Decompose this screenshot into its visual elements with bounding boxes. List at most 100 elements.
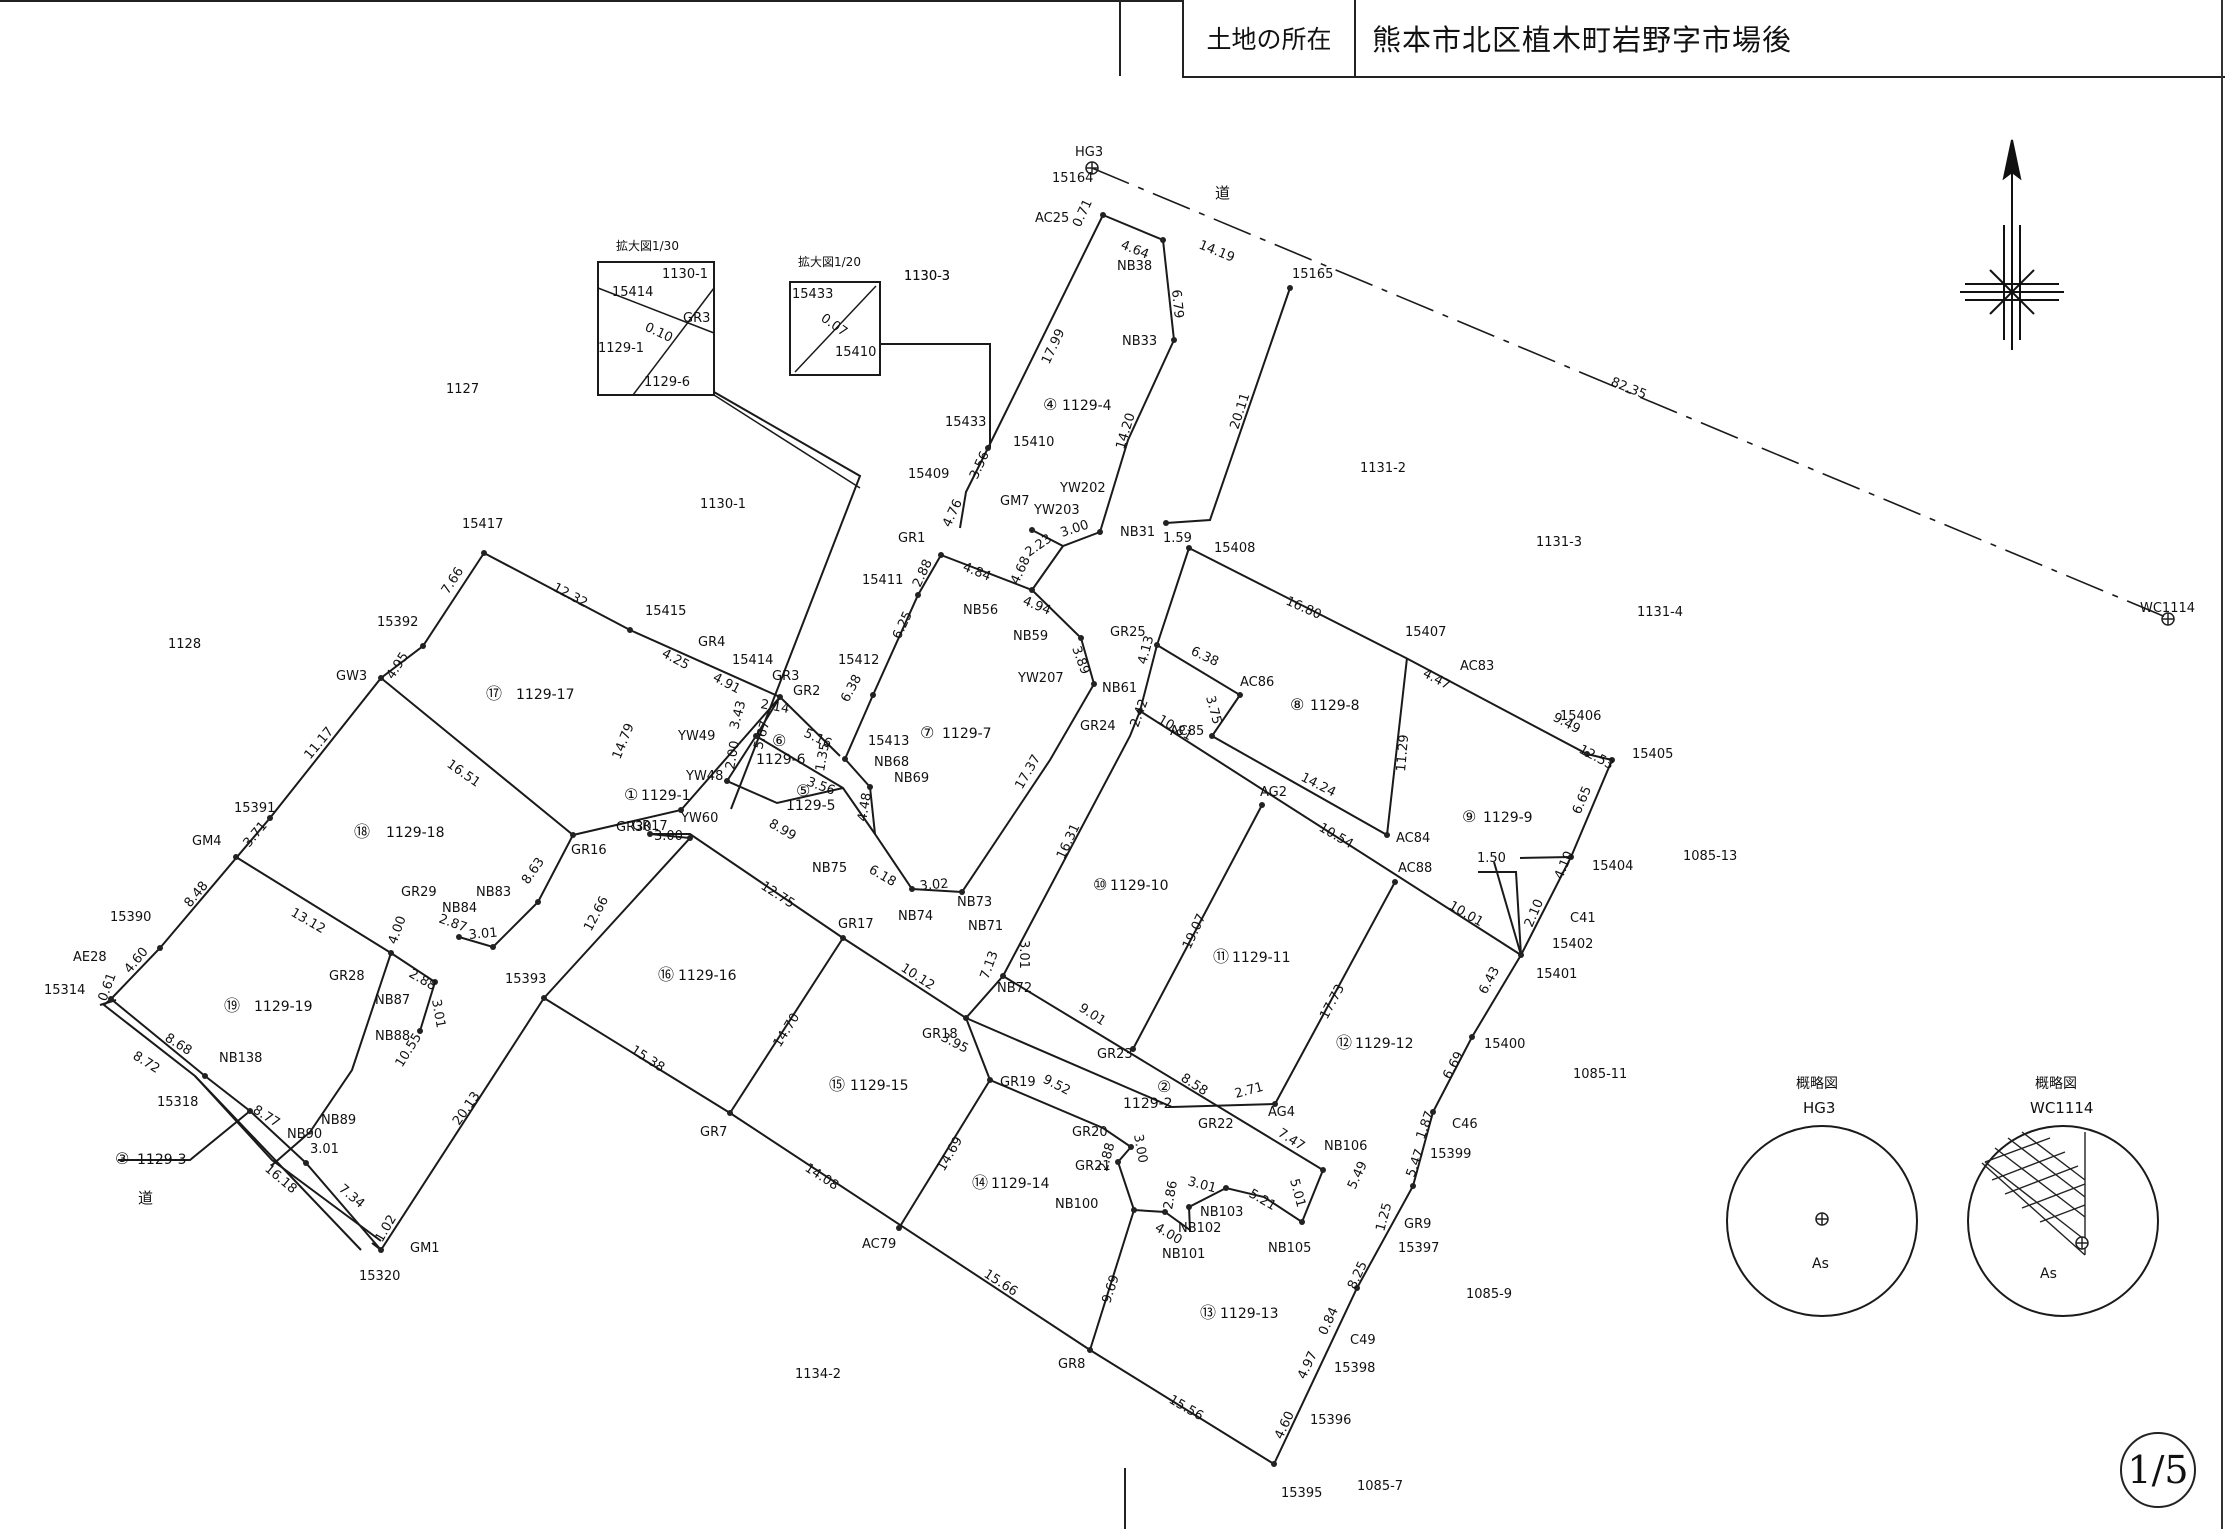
point-label: 15413 [868,734,909,749]
distance-label: 3.02 [919,877,949,894]
point-label: 15390 [110,910,151,925]
distance-label: 10.54 [1316,820,1356,852]
point-label: GR29 [401,885,437,900]
distance-label: 17.37 [1012,752,1044,792]
road-label: 道 [1215,184,1230,202]
inset-b-lot: 1130-3 [904,269,950,284]
lot-label: 1131-3 [1536,535,1582,550]
top-border [0,0,1182,2]
parcel-id: 1129-17 [516,687,575,703]
lot-label: 1130-3 [904,269,950,284]
point-label: GR21 [1075,1159,1111,1174]
point-label: NB61 [1102,681,1137,696]
point-label: 15411 [862,573,903,588]
parcel-no: ④ [1043,395,1057,414]
distance-label: 3.01 [1016,940,1031,969]
point-label: AC85 [1170,724,1204,739]
distance-label: 5.67 [751,719,773,751]
point-label: NB88 [375,1029,410,1044]
distance-label: 16.31 [1054,822,1083,862]
distance-label: 5.49 [1345,1159,1371,1192]
point-label: 15391 [234,801,275,816]
distance-label: 10.81 [1155,712,1195,744]
parcel-no: ⑫ [1336,1033,1352,1052]
parcel-id: 1129-12 [1355,1036,1414,1052]
point-label: GM4 [192,834,222,849]
distance-label: 1.25 [1373,1201,1395,1233]
distance-label: 3.56 [967,449,993,482]
point-label: 15414 [732,653,773,668]
location-header: 土地の所在 熊本市北区植木町岩野字市場後 [1182,0,2225,78]
point-label: 15409 [908,467,949,482]
distance-label: 12.53 [1576,742,1616,773]
point-label: GR24 [1080,719,1116,734]
distance-label: 9.01 [1076,1001,1108,1029]
distance-label: 3.95 [938,1030,971,1057]
distance-label: 4.25 [659,646,692,673]
point-label: NB87 [375,993,410,1008]
sketch-hg3-point: HG3 [1803,1099,1835,1117]
point-label: GR28 [329,969,365,984]
point-label: 15406 [1560,709,1601,724]
point-label: GR2 [793,684,820,699]
point-label: 15393 [505,972,546,987]
point-label: 15402 [1552,937,1593,952]
point-label: GR18 [922,1027,958,1042]
point-label: GR16 [571,843,607,858]
point-label: GM7 [1000,494,1030,509]
distance-label: 4.84 [961,560,993,585]
lot-label: 1128 [168,637,201,652]
point-label: NB59 [1013,629,1048,644]
distance-label: 7.66 [439,565,467,597]
parcel-id: 1129-10 [1110,878,1169,894]
distance-label: 5.47 [1404,1147,1428,1179]
parcel-id: 1129-3 [137,1152,187,1168]
point-label: YW60 [680,811,718,826]
parcel-id: 1129-19 [254,999,313,1015]
distance-label: 5.21 [1246,1186,1279,1213]
distance-label: 17.73 [1317,982,1348,1022]
parcel-id: 1129-15 [850,1078,909,1094]
distance-label: 9.69 [1100,1273,1123,1305]
point-label: NB102 [1178,1221,1221,1236]
distance-label: 3.43 [727,699,749,731]
point-label: GR7 [700,1125,727,1140]
point-label: YW202 [1059,481,1106,496]
benchmark-symbol-icon [1085,161,2175,626]
parcel-id: 1129-2 [1123,1096,1173,1112]
distance-label: 82.35 [1609,375,1649,403]
point-label: GR17 [632,819,668,834]
road-label: 道 [138,1189,153,1207]
point-label: NB68 [874,755,909,770]
distance-label: 2.14 [759,697,790,717]
distance-label: 0.84 [1316,1305,1342,1338]
inset-a-pt2: GR3 [683,311,710,326]
point-label: AC88 [1398,861,1432,876]
parcel-no: ③ [115,1149,129,1168]
distance-label: 2.23 [1023,531,1055,560]
parcel-no: ② [1157,1077,1171,1096]
distance-label: 16.80 [1283,594,1323,623]
parcel-no: ⑱ [354,822,370,841]
point-label: NB72 [997,981,1032,996]
point-label: 15395 [1281,1486,1322,1501]
distance-label: 8.25 [1345,1259,1371,1292]
distance-label: 9.52 [1040,1072,1073,1099]
parcel-id: 1129-14 [991,1176,1050,1192]
point-label: NB103 [1200,1205,1243,1220]
point-label: GR17 [838,917,874,932]
distance-label: 2.71 [1233,1080,1265,1102]
point-label: 15392 [377,615,418,630]
distance-label: 4.10 [1552,849,1577,882]
point-label: NB69 [894,771,929,786]
bottom-divider [1124,1468,1126,1529]
distance-label: 14.70 [771,1011,803,1051]
point-label: NB31 [1120,525,1155,540]
point-label: AC84 [1396,831,1430,846]
point-label: NB90 [287,1127,322,1142]
parcel-no: ① [624,785,638,804]
lot-label: 1131-4 [1637,605,1683,620]
distance-label: 4.91 [710,670,743,697]
distance-label: 12.32 [550,580,590,611]
point-label: AC25 [1035,211,1069,226]
